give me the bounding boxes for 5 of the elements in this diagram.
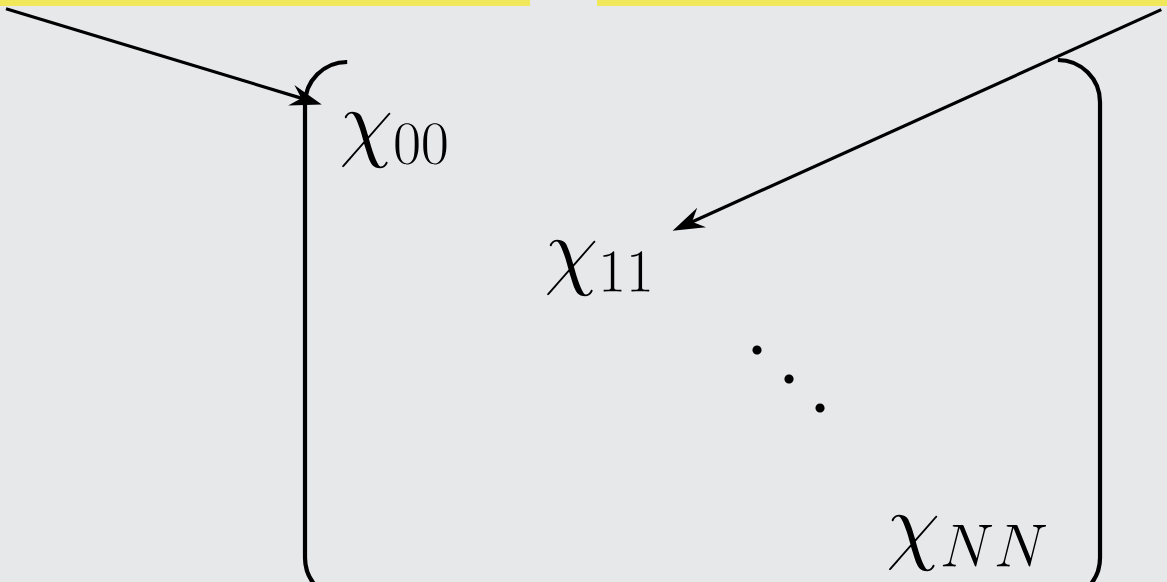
matrix-entry: $\chi_{00}$ [342,111,447,169]
matrix-entry: $\chi_{NN}$ [889,514,1047,572]
matrix-entry: $\chi_{11}$ [547,239,650,297]
highlight-box [597,0,1167,6]
highlight-box [0,0,530,6]
